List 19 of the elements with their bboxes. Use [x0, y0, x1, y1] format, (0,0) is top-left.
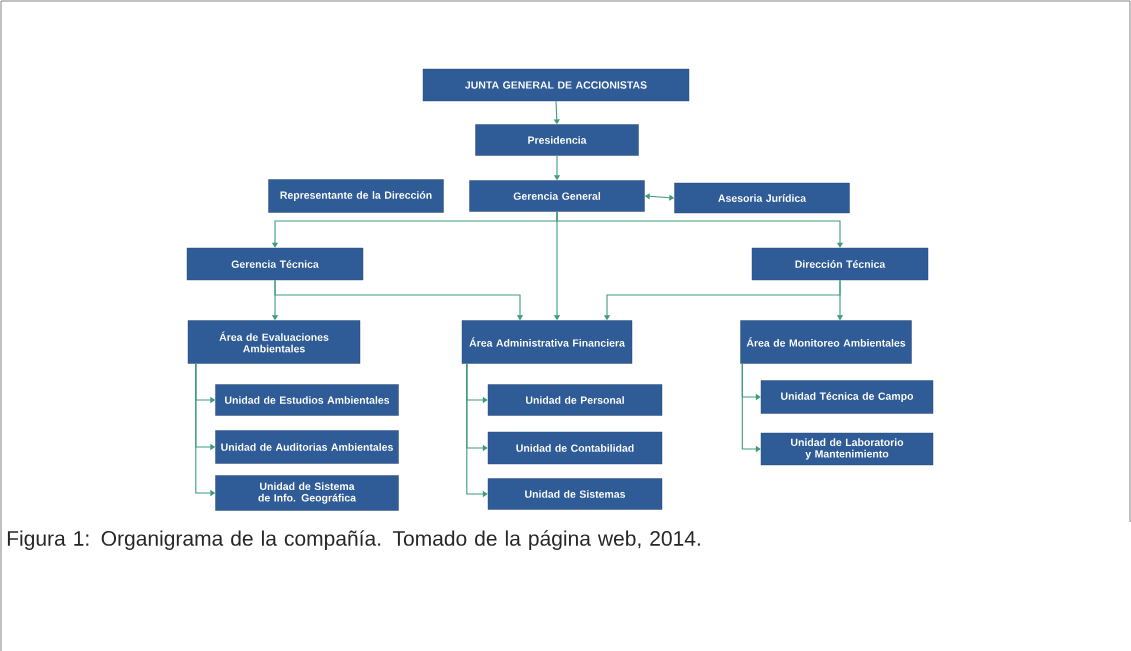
org-box: Unidad de Personal	[487, 384, 663, 416]
org-box: JUNTA GENERAL DE ACCIONISTAS	[422, 68, 690, 102]
org-box: Representante de la Dirección	[268, 179, 444, 213]
org-box: Unidad de Sistemas	[487, 478, 663, 510]
org-box: Unidad de Auditorias Ambientales	[215, 430, 399, 464]
org-box: Asesoria Jurídica	[674, 182, 850, 214]
org-box: Área Administrativa Financiera	[461, 320, 633, 364]
org-box: Presidencia	[475, 124, 639, 156]
org-box: Gerencia General	[469, 180, 645, 212]
caption: Figura 1: Organigrama de la compañía. Tomado de la página web, 2014.	[7, 530, 700, 551]
org-box: Área de Monitoreo Ambientales	[740, 320, 912, 364]
org-box: Dirección Técnica	[751, 247, 929, 281]
org-box: Unidad de Sistema de Info. Geográfica	[215, 475, 399, 511]
org-box: Unidad Técnica de Campo	[760, 380, 934, 414]
org-box: Unidad de Laboratorio y Mantenimiento	[760, 432, 934, 466]
org-box: Unidad de Estudios Ambientales	[215, 384, 399, 416]
org-box: Área de Evaluaciones Ambientales	[187, 320, 361, 364]
org-box: Unidad de Contabilidad	[487, 431, 663, 465]
org-box: Gerencia Técnica	[186, 247, 364, 281]
